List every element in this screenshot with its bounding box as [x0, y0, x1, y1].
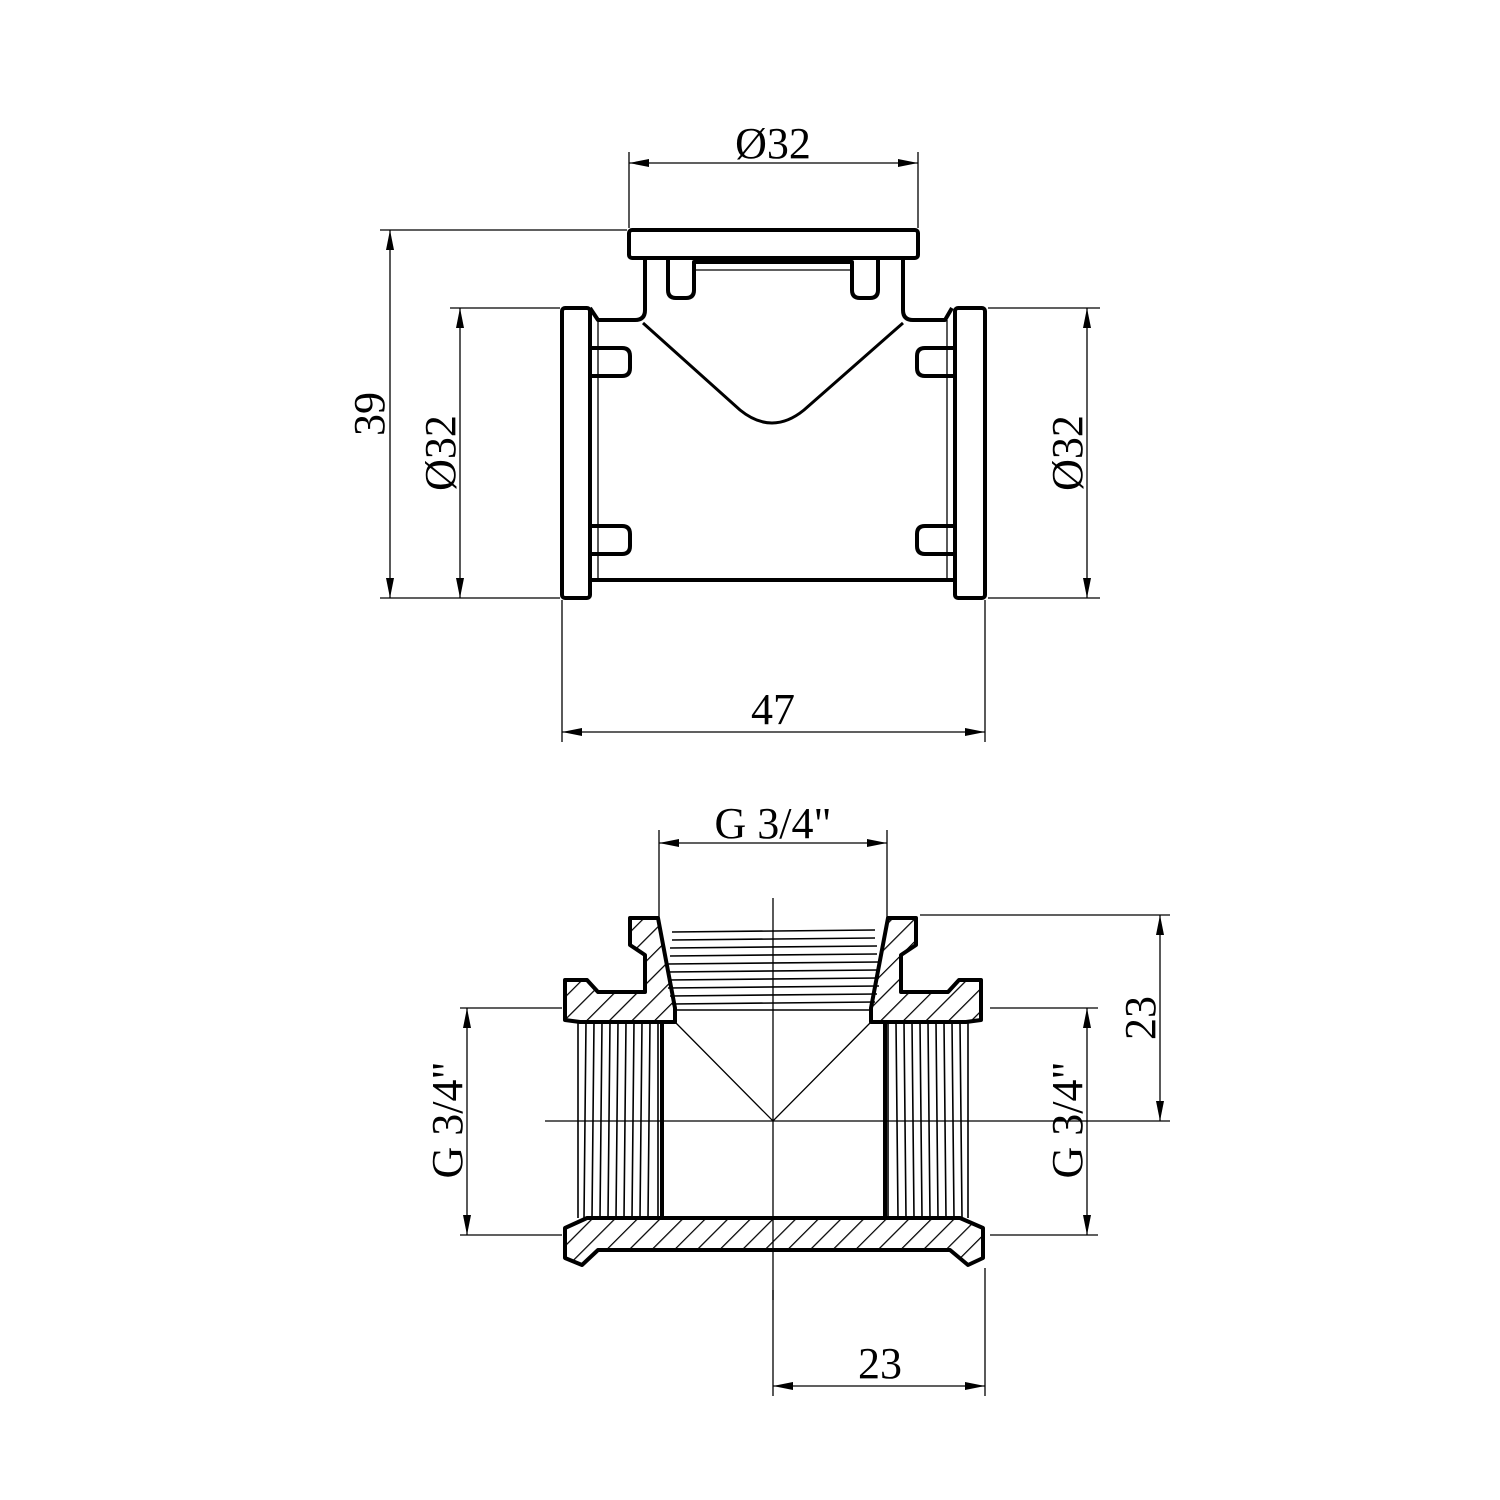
bore-edges	[660, 1022, 887, 1218]
neck-outline	[588, 258, 954, 322]
center-lines	[545, 898, 1030, 1300]
dim-left-diameter: Ø32	[416, 415, 465, 491]
dim-right-diameter: Ø32	[1043, 415, 1092, 491]
dim-right-height: 23	[1116, 996, 1165, 1040]
dim-height: 39	[345, 392, 394, 436]
dim-length: 47	[751, 685, 795, 734]
tee-section-view	[545, 898, 1030, 1300]
tee-top-view	[560, 228, 987, 600]
right-thread	[887, 1021, 969, 1219]
section-wall-bottom	[563, 1216, 985, 1267]
left-thread	[577, 1021, 659, 1219]
section-view-dimensions: G 3/4" 23 G 3/4" G 3/4" 23	[423, 799, 1170, 1396]
right-flange	[953, 306, 987, 600]
dim-left-thread: G 3/4"	[423, 1062, 472, 1179]
right-lugs	[915, 346, 955, 556]
top-lugs	[666, 258, 880, 300]
left-flange	[560, 306, 592, 600]
top-view-dimensions: Ø32 39 Ø32 Ø32 47	[345, 119, 1100, 742]
dim-top-thread: G 3/4"	[715, 799, 832, 848]
section-wall-left	[563, 916, 677, 1024]
dim-top-diameter: Ø32	[735, 119, 811, 168]
top-flange	[627, 228, 920, 260]
body-outline	[588, 320, 957, 582]
inner-edges	[597, 269, 948, 580]
intersection-curve	[641, 321, 904, 425]
section-wall-right	[869, 916, 983, 1024]
dim-right-thread: G 3/4"	[1043, 1062, 1092, 1179]
left-lugs	[590, 346, 632, 556]
dim-bottom-half-length: 23	[858, 1339, 902, 1388]
